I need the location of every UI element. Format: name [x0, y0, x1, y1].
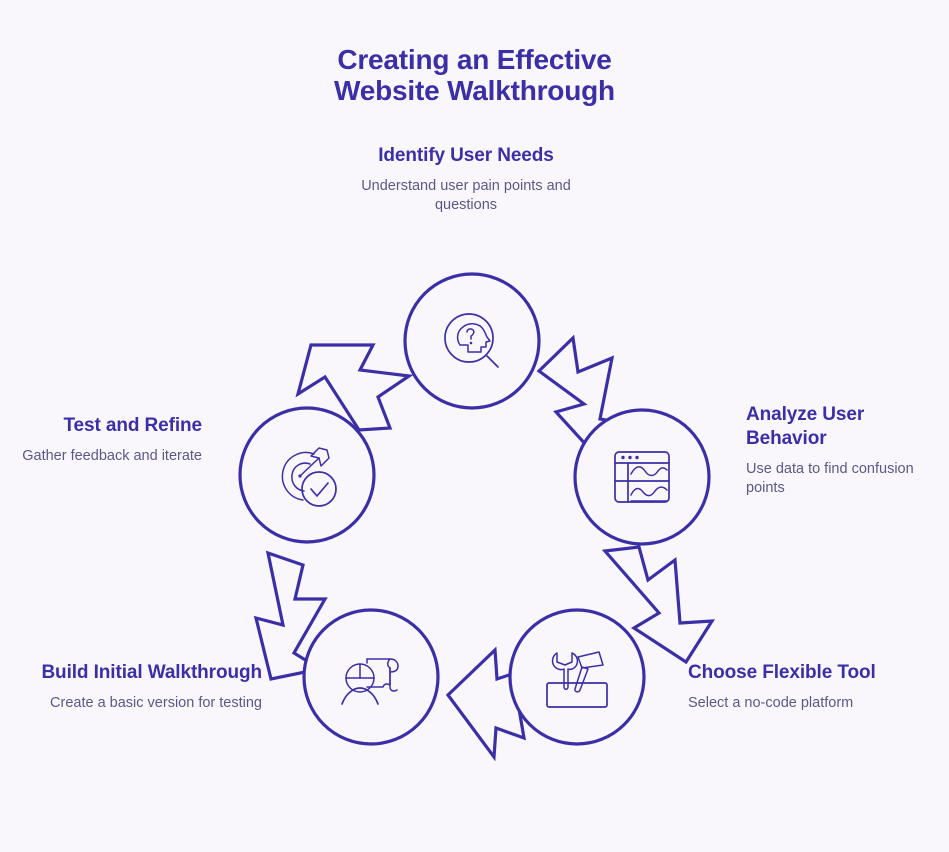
page-title-line-1: Creating an Effective [337, 44, 612, 75]
page-title: Creating an Effective Website Walkthroug… [0, 44, 949, 106]
step-label-test-and-refine: Test and Refine Gather feedback and iter… [22, 414, 202, 466]
arrow-left-to-top [295, 343, 414, 432]
node-circle-identify-user-needs[interactable] [403, 272, 541, 410]
target-arrow-check-icon [281, 447, 337, 507]
node-circle-choose-flexible-tool[interactable] [508, 608, 646, 746]
step-label-identify-user-needs: Identify User Needs Understand user pain… [346, 144, 586, 214]
step-description-test-and-refine: Gather feedback and iterate [22, 448, 202, 464]
page-title-line-2: Website Walkthrough [334, 75, 615, 106]
step-title-identify-user-needs: Identify User Needs [378, 145, 554, 166]
step-description-analyze-user-behavior: Use data to find confusion points [746, 461, 914, 496]
builder-blueprint-icon [341, 658, 399, 705]
step-description-identify-user-needs: Understand user pain points and question… [361, 178, 571, 213]
step-description-choose-flexible-tool: Select a no-code platform [688, 695, 854, 711]
step-description-build-initial-walkthrough: Create a basic version for testing [50, 695, 262, 711]
step-label-build-initial-walkthrough: Build Initial Walkthrough Create a basic… [32, 661, 262, 713]
step-label-choose-flexible-tool: Choose Flexible Tool Select a no-code pl… [688, 661, 898, 713]
step-title-build-initial-walkthrough: Build Initial Walkthrough [41, 662, 262, 683]
node-circle-test-and-refine[interactable] [238, 406, 376, 544]
node-circle-build-initial-walkthrough[interactable] [302, 608, 440, 746]
node-circle-analyze-user-behavior[interactable] [573, 408, 711, 546]
head-question-magnifier-icon [444, 313, 499, 368]
analytics-dashboard-icon [614, 451, 670, 503]
step-label-analyze-user-behavior: Analyze User Behavior Use data to find c… [746, 403, 946, 497]
step-title-choose-flexible-tool: Choose Flexible Tool [688, 662, 876, 683]
arrow-right-to-bottom-right [601, 545, 716, 665]
step-title-analyze-user-behavior: Analyze User Behavior [746, 404, 865, 449]
toolbox-wrench-hammer-icon [546, 651, 608, 708]
step-title-test-and-refine: Test and Refine [63, 415, 202, 436]
